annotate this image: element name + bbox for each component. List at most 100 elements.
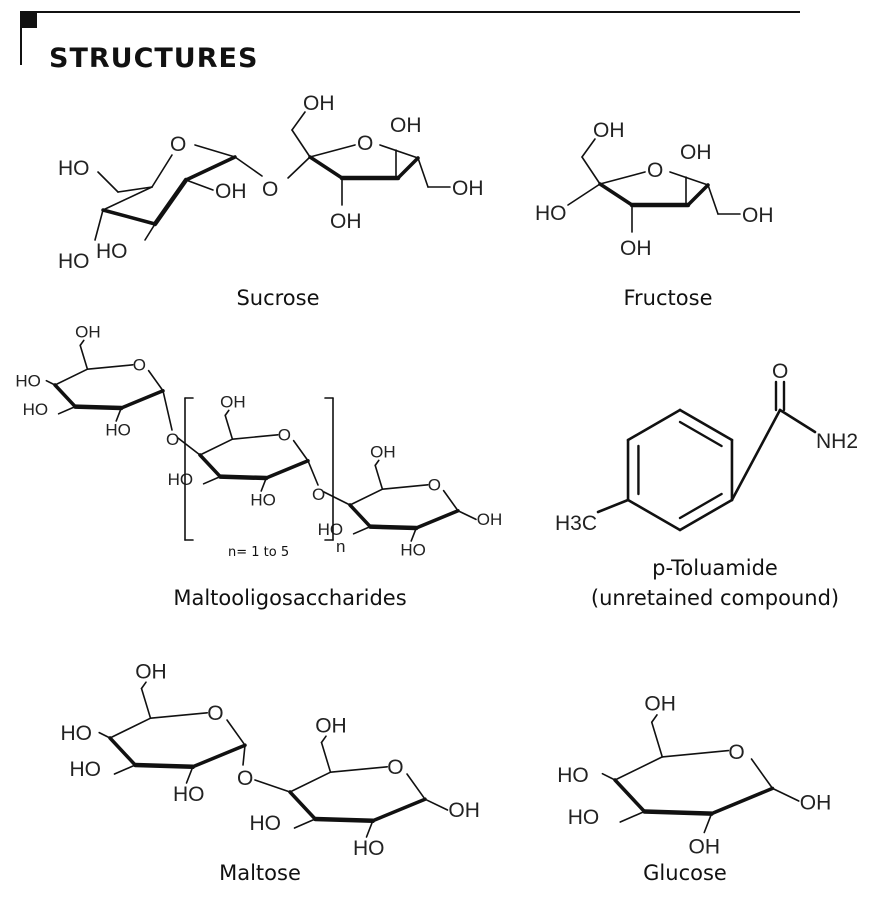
bond [79, 344, 89, 370]
glucose-label: Glucose [643, 861, 727, 885]
bond [79, 339, 85, 347]
bond [601, 772, 616, 781]
bond [102, 186, 153, 211]
wedge-bond [72, 404, 124, 411]
bond [661, 749, 730, 758]
bond [45, 379, 56, 386]
wedge-bond [132, 762, 196, 770]
atom-label: OH [742, 204, 774, 227]
bond [109, 717, 152, 739]
atom-label: OH [593, 119, 625, 142]
bond [113, 764, 136, 775]
bond [320, 735, 327, 744]
wedge-bond [730, 408, 782, 502]
wedge-bond [778, 408, 817, 434]
bond [703, 812, 713, 834]
atom-label: HO [168, 470, 194, 489]
bond [177, 437, 201, 456]
wedge-bond [686, 183, 710, 207]
atom-label: OH [448, 799, 480, 822]
atom-label: OH [477, 510, 503, 529]
atom-label: HO [61, 722, 93, 745]
section-header: STRUCTURES [20, 11, 800, 74]
atom-label: HO [70, 758, 102, 781]
bond [140, 687, 152, 720]
bond [291, 129, 311, 158]
wedge-bond [367, 524, 419, 531]
atom-label: HO [58, 250, 90, 273]
wedge-bond [312, 816, 376, 824]
wedge-bond [217, 474, 269, 481]
atom-label: OH [135, 661, 167, 684]
atom-label: HO [15, 371, 41, 390]
bond [352, 525, 371, 535]
bond [614, 756, 664, 781]
bond [417, 157, 429, 188]
atom-label: HO [318, 520, 344, 539]
bond [254, 779, 291, 793]
atom-label: OH [330, 210, 362, 233]
bond [457, 509, 477, 521]
atom-label: HO [105, 420, 130, 439]
bond [374, 464, 384, 490]
atom-label: OH [689, 836, 721, 859]
atom-label: HO [557, 764, 589, 787]
bond [365, 819, 374, 838]
atom-label: O [772, 360, 788, 383]
atom-label: HO [400, 540, 426, 559]
bond [234, 156, 263, 177]
atom-label: OH [215, 180, 247, 203]
atom-label: OH [303, 92, 335, 115]
atom-label: OH [315, 715, 347, 738]
atom-label: HO [250, 490, 276, 509]
wedge-bond [264, 459, 310, 480]
bond [242, 744, 246, 766]
atom-label: HO [96, 240, 128, 263]
bond [115, 407, 123, 422]
bond [292, 439, 309, 462]
section-title: STRUCTURES [49, 43, 258, 74]
bond [289, 771, 332, 793]
header-marker [20, 12, 37, 28]
fructose-label: Fructose [624, 286, 713, 310]
wedge-bond [198, 453, 222, 479]
wedge-bond [308, 155, 344, 180]
repeat-count-note: n= 1 to 5 [228, 545, 289, 560]
atom-label: O [278, 426, 291, 445]
bond [320, 741, 332, 774]
bond [54, 368, 89, 386]
bond [406, 773, 426, 801]
wedge-bond [53, 383, 77, 409]
bond [442, 489, 459, 512]
bond [162, 389, 173, 431]
wedge-bond [678, 408, 734, 442]
atom-label: OH [390, 114, 422, 137]
bond [349, 488, 384, 506]
bond [424, 798, 449, 811]
atom-label: O [237, 767, 253, 790]
atom-label: H3C [555, 512, 597, 535]
atom-label: HO [568, 806, 600, 829]
bond [260, 477, 268, 492]
atom-label: HO [58, 157, 90, 180]
atom-label: OH [452, 177, 484, 200]
bond [750, 758, 774, 790]
bond [599, 171, 646, 185]
bond [86, 364, 134, 370]
bond [307, 459, 319, 486]
wedge-bond [678, 498, 734, 532]
atom-label: O [166, 430, 179, 449]
wedge-bond [152, 177, 189, 227]
bond [410, 527, 418, 542]
atom-label: OH [220, 392, 246, 411]
wedge-bond [288, 790, 317, 821]
bond [771, 787, 800, 802]
wedge-bond [396, 156, 420, 180]
wedge-bond [626, 408, 682, 442]
